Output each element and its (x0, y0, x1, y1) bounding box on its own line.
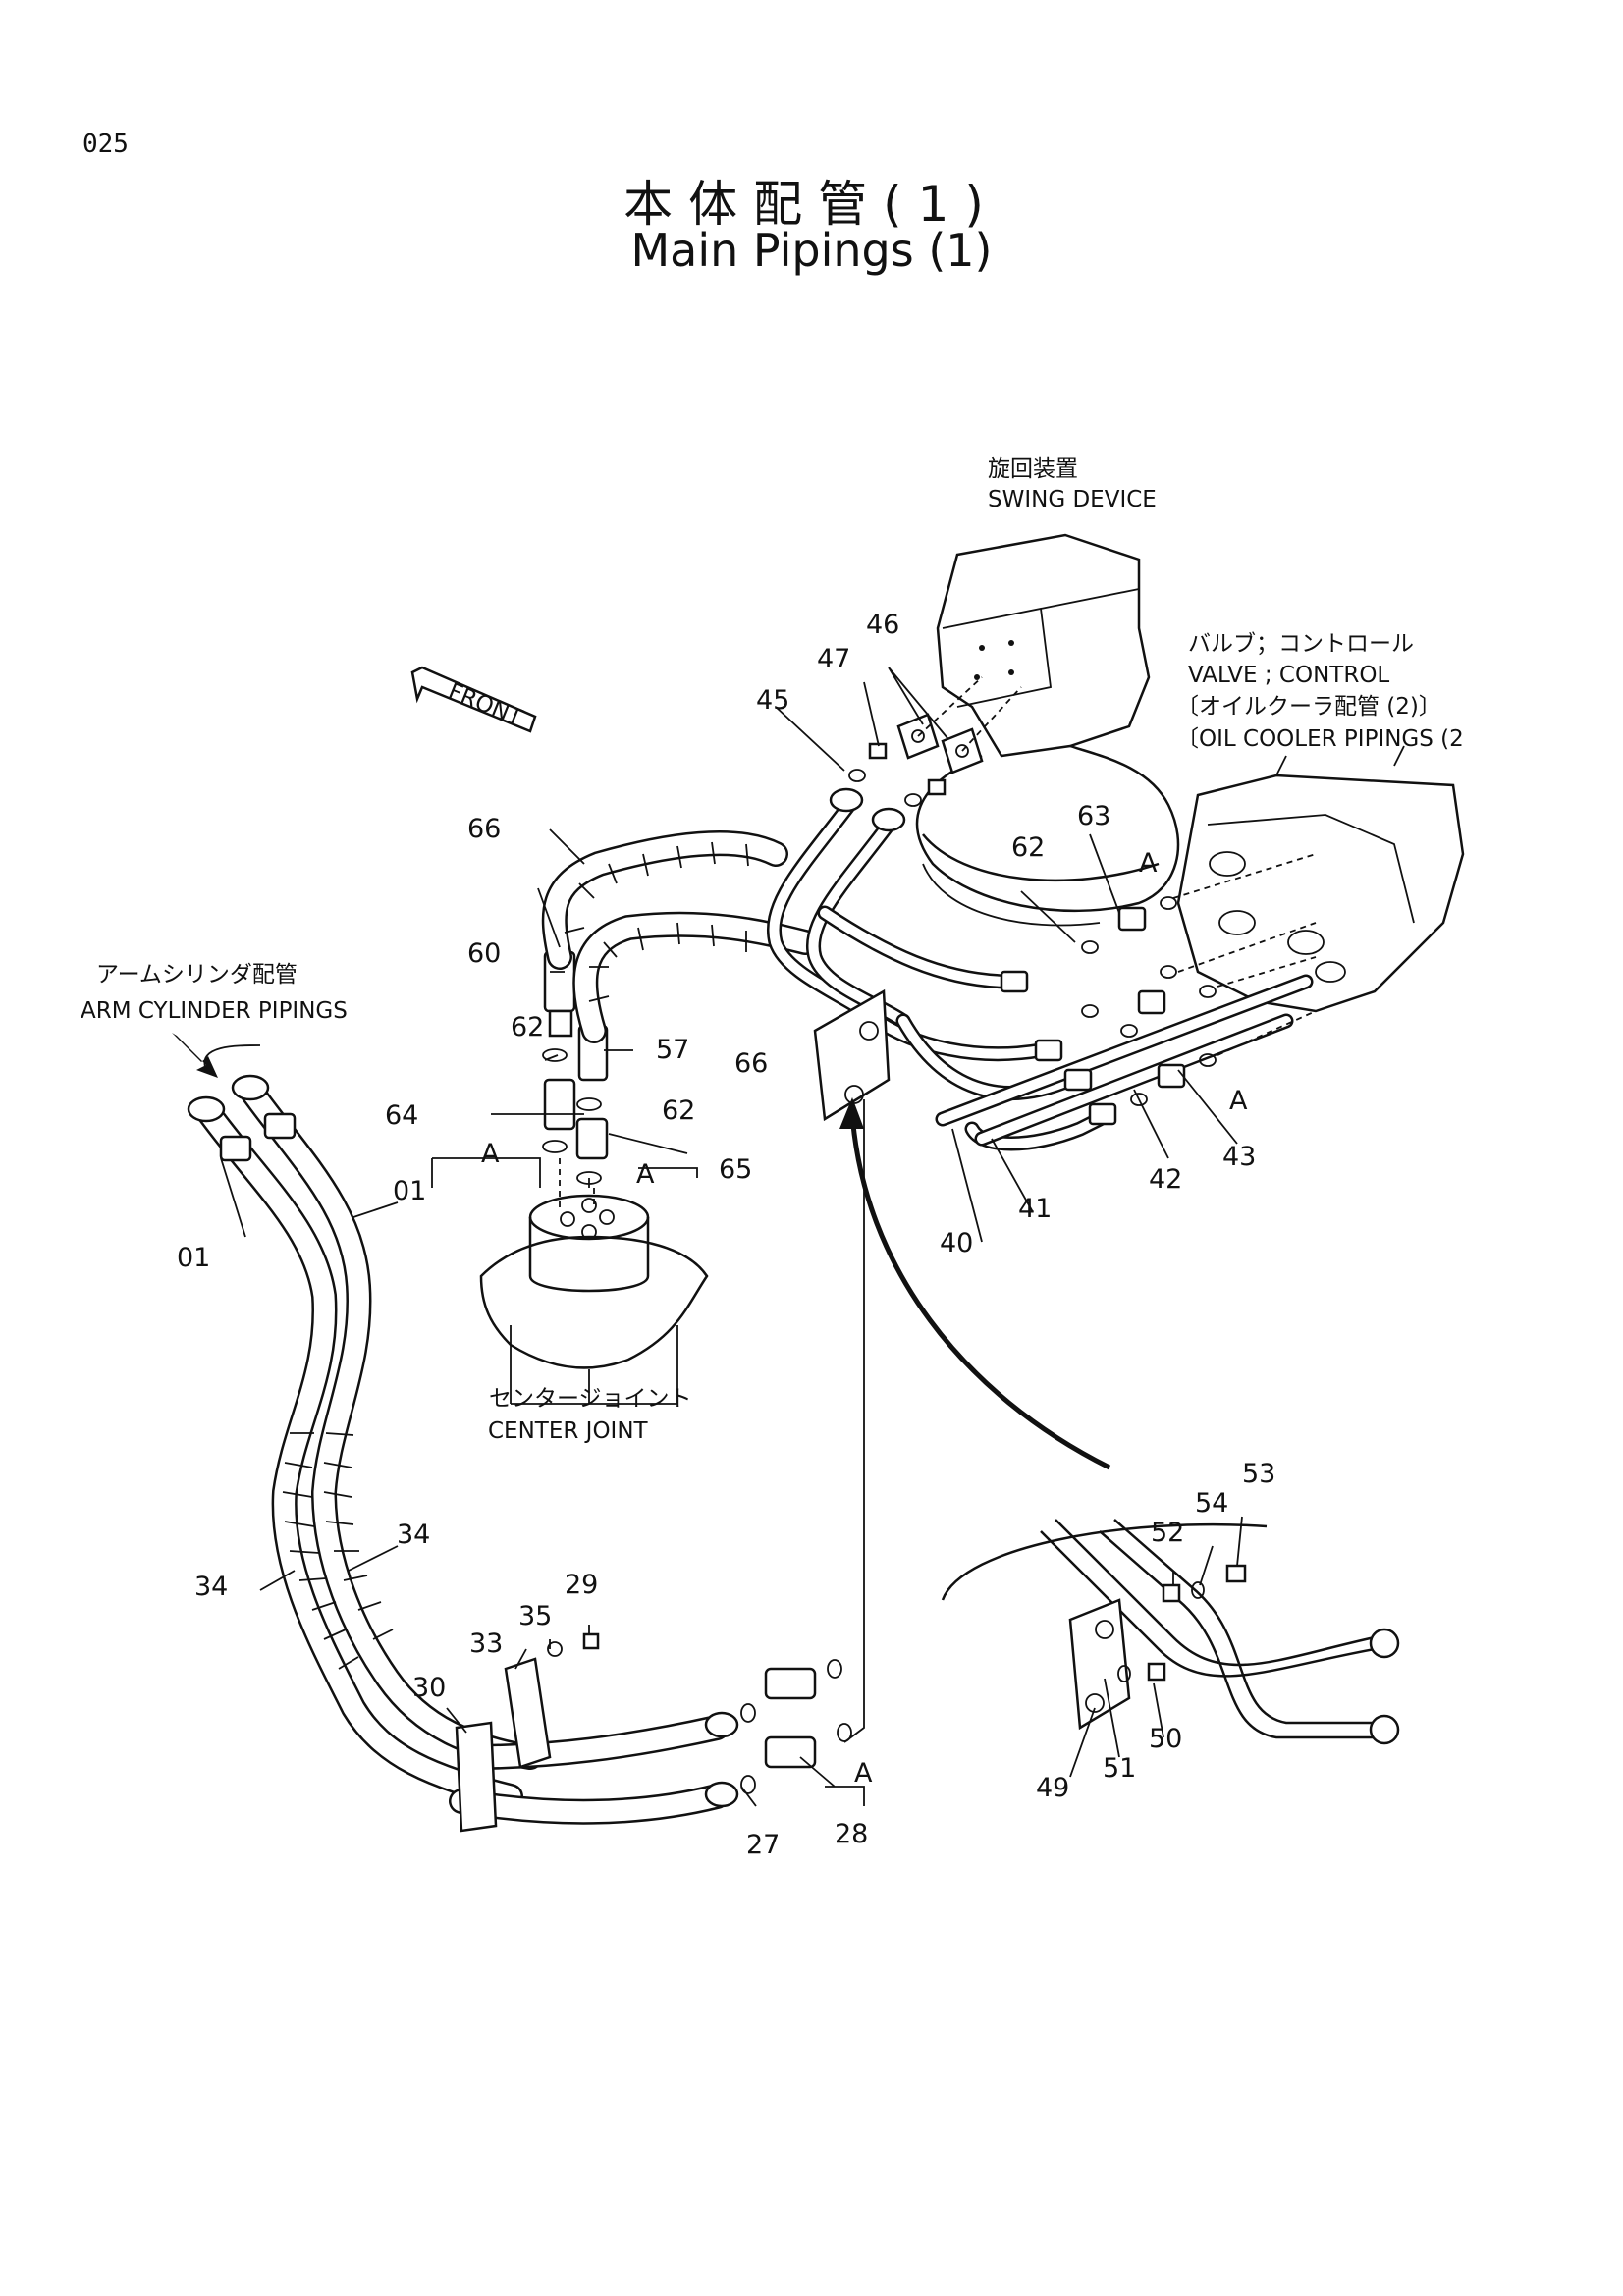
callout-01: 01 (177, 1243, 210, 1273)
callout-63: 63 (1077, 801, 1110, 831)
center-joint-en-label: CENTER JOINT (488, 1418, 649, 1444)
valve-fittings (1081, 853, 1317, 1106)
callout-64: 64 (385, 1100, 418, 1131)
hose-66 (541, 830, 818, 1043)
callout-43: 43 (1222, 1142, 1256, 1172)
callout-66: 66 (734, 1048, 768, 1079)
ref-a-label: A (1229, 1086, 1248, 1116)
arm-cylinder-jp-label: アームシリンダ配管 (96, 962, 298, 988)
arm-cylinder-hoses (187, 1074, 543, 1809)
lower-hoses (449, 1632, 852, 1833)
callout-52: 52 (1151, 1518, 1184, 1548)
oil-cooler-en-label: 〔OIL COOLER PIPINGS (2 (1176, 726, 1464, 752)
front-arrow: FRONT (410, 666, 537, 733)
ref-a-label: A (636, 1159, 655, 1190)
detail-pipes (839, 1097, 1400, 1745)
flanges-46 (848, 676, 1022, 807)
arm-cylinder-en-label: ARM CYLINDER PIPINGS (81, 998, 348, 1024)
bracket-upper (813, 988, 891, 1122)
callout-45: 45 (756, 685, 789, 716)
callout-46: 46 (866, 610, 899, 640)
oil-cooler-jp-label: 〔オイルクーラ配管 (2)〕 (1176, 694, 1441, 720)
title-english: Main Pipings (1) (630, 224, 993, 277)
swing-device (916, 533, 1180, 927)
center-joint (479, 1194, 709, 1405)
callout-01: 01 (393, 1176, 426, 1206)
callout-28: 28 (835, 1819, 868, 1849)
callout-47: 47 (817, 644, 850, 674)
callout-57: 57 (656, 1035, 689, 1065)
callout-35: 35 (518, 1601, 552, 1631)
page-number: 025 (82, 130, 129, 159)
ref-a-label: A (481, 1139, 500, 1169)
callout-40: 40 (940, 1228, 973, 1258)
ref-a-label: A (1139, 848, 1158, 879)
callout-60: 60 (467, 938, 501, 969)
title-japanese: 本体配管(1) (623, 176, 1000, 233)
swing-pipes (767, 787, 1314, 1151)
callout-62: 62 (662, 1095, 695, 1126)
callout-numbers: 01 01 34 34 33 35 29 30 27 28 66 66 60 6… (177, 610, 1275, 1860)
callout-66: 66 (467, 814, 501, 844)
callout-49: 49 (1036, 1773, 1069, 1803)
callout-29: 29 (565, 1570, 598, 1600)
front-label: FRONT (445, 678, 526, 731)
callout-53: 53 (1242, 1459, 1275, 1489)
callout-51: 51 (1103, 1753, 1136, 1784)
ref-a-label: A (854, 1758, 873, 1789)
callout-41: 41 (1018, 1194, 1052, 1224)
leader-lines (220, 667, 1243, 1807)
swing-device-en-label: SWING DEVICE (988, 487, 1157, 512)
callout-34: 34 (194, 1572, 228, 1602)
callout-30: 30 (412, 1673, 446, 1703)
callout-42: 42 (1149, 1164, 1182, 1195)
valve-en-label: VALVE ; CONTROL (1188, 663, 1389, 688)
callout-62: 62 (511, 1012, 544, 1042)
control-valve (1176, 745, 1465, 1013)
callout-54: 54 (1195, 1488, 1228, 1519)
callout-50: 50 (1149, 1724, 1182, 1754)
callout-62: 62 (1011, 832, 1045, 863)
swing-device-jp-label: 旋回装置 (988, 456, 1078, 482)
callout-34: 34 (397, 1520, 430, 1550)
valve-jp-label: バルブ；コントロール (1188, 631, 1414, 657)
arm-cylinder-arrow (172, 1033, 261, 1078)
callout-65: 65 (719, 1154, 752, 1185)
text-labels: 旋回装置 SWING DEVICE バルブ；コントロール VALVE ; CON… (81, 456, 1464, 1789)
center-joint-jp-label: センタージョイント (489, 1386, 692, 1412)
callout-27: 27 (746, 1830, 780, 1860)
callout-33: 33 (469, 1629, 503, 1659)
